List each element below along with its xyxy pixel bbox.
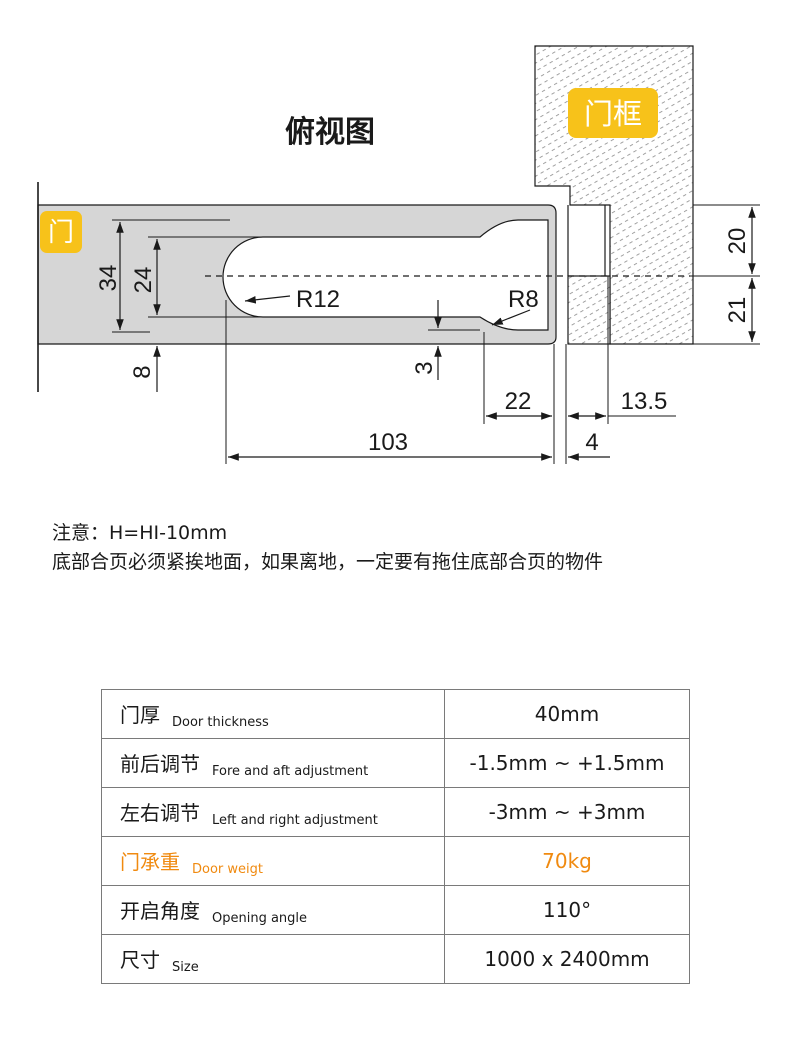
- spec-label-en: Door thickness: [172, 714, 269, 730]
- dim-r8-leader: [491, 309, 531, 326]
- spec-value: -1.5mm ~ +1.5mm: [444, 738, 690, 788]
- spec-label-en: Opening angle: [212, 910, 308, 926]
- dim-20: 20: [724, 228, 751, 255]
- spec-row: 开启角度 Opening angle 110°: [101, 885, 690, 935]
- spec-label-cell: 前后调节 Fore and aft adjustment: [101, 738, 445, 788]
- spec-row-highlight: 门承重 Door weigt 70kg: [101, 836, 690, 886]
- spec-label-zh: 前后调节: [120, 751, 200, 776]
- spec-label-en: Left and right adjustment: [212, 812, 378, 828]
- dim-21: 21: [724, 297, 751, 324]
- spec-row: 左右调节 Left and right adjustment -3mm ~ +3m…: [101, 787, 690, 837]
- spec-label-cell: 开启角度 Opening angle: [101, 885, 445, 935]
- spec-label-cell: 门承重 Door weigt: [101, 836, 445, 886]
- spec-label-zh: 尺寸: [120, 947, 160, 972]
- spec-label-zh: 开启角度: [120, 898, 200, 923]
- spec-label-zh: 左右调节: [120, 800, 200, 825]
- spec-label-cell: 尺寸 Size: [101, 934, 445, 984]
- spec-label-en: Door weigt: [192, 861, 263, 877]
- top-view-diagram: 俯视图 门框 门 34 24 8 R12 R8 3 22 1: [37, 45, 760, 464]
- note-line-2: 底部合页必须紧挨地面，如果离地，一定要有拖住底部合页的物件: [52, 551, 604, 573]
- frame-label-badge: [568, 88, 658, 138]
- dim-22: 22: [505, 388, 532, 415]
- dim-8: 8: [129, 365, 156, 378]
- frame-label: 门框: [584, 97, 642, 131]
- spec-label-cell: 门厚 Door thickness: [101, 689, 445, 739]
- dim-13-5: 13.5: [621, 388, 668, 415]
- spec-row: 前后调节 Fore and aft adjustment -1.5mm ~ +1.…: [101, 738, 690, 788]
- note-line-1: 注意：H=HI-10mm: [52, 522, 228, 544]
- dim-103: 103: [368, 429, 408, 456]
- door-frame-lower: [567, 275, 611, 345]
- spec-row: 尺寸 Size 1000 x 2400mm: [101, 934, 690, 984]
- spec-label-en: Fore and aft adjustment: [212, 763, 369, 779]
- dim-24: 24: [130, 267, 157, 294]
- dim-r8: R8: [508, 286, 539, 313]
- spec-value: 1000 x 2400mm: [444, 934, 690, 984]
- diagram-title: 俯视图: [285, 115, 375, 150]
- spec-table: 门厚 Door thickness 40mm 前后调节 Fore and aft a…: [101, 689, 690, 984]
- spec-value: -3mm ~ +3mm: [444, 787, 690, 837]
- spec-value: 70kg: [444, 836, 690, 886]
- spec-value: 40mm: [444, 689, 690, 739]
- door-label: 门: [48, 218, 74, 248]
- dim-4: 4: [585, 429, 598, 456]
- spec-label-en: Size: [172, 959, 199, 975]
- dim-3: 3: [411, 361, 438, 374]
- spec-label-cell: 左右调节 Left and right adjustment: [101, 787, 445, 837]
- dim-r12-leader: [244, 295, 291, 304]
- spec-value: 110°: [444, 885, 690, 935]
- spec-row: 门厚 Door thickness 40mm: [101, 689, 690, 739]
- hinge-slot: [222, 219, 549, 331]
- dim-34: 34: [95, 265, 122, 292]
- spec-label-zh: 门厚: [120, 702, 160, 727]
- door-label-badge: [40, 211, 82, 253]
- dim-r12: R12: [296, 286, 340, 313]
- spec-label-zh: 门承重: [120, 849, 180, 874]
